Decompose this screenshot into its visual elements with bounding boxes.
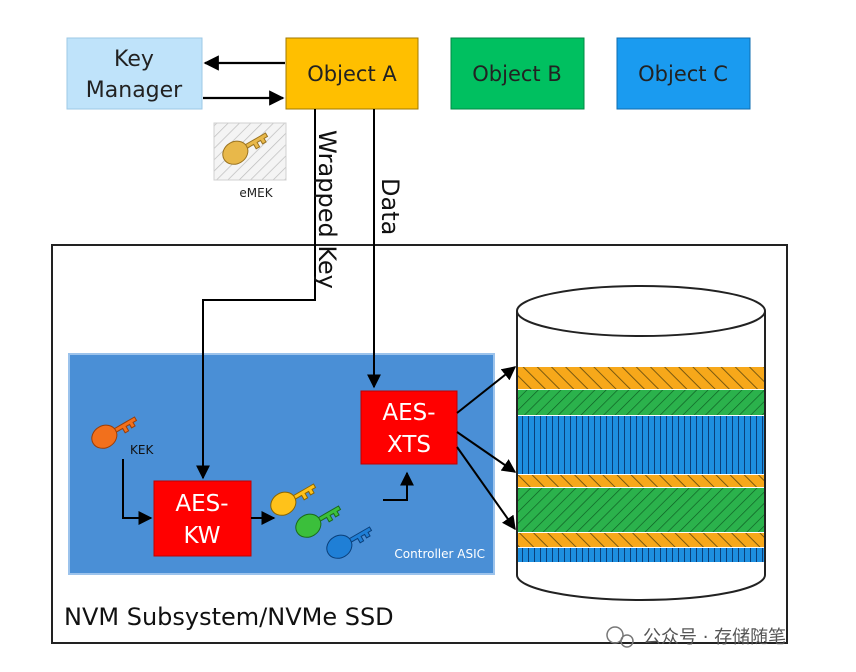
stripe-green-2 [518, 488, 764, 532]
storage-cylinder [516, 285, 766, 601]
stripe-blue-1 [518, 416, 764, 474]
object-a-label: Object A [307, 62, 397, 86]
xts-to-disk-arrow-2 [456, 431, 517, 473]
stripe-orange-1 [518, 367, 764, 389]
aes-xts-block: AES- XTS [360, 390, 458, 465]
kek-to-aes-kw-arrow [122, 459, 153, 525]
controller-asic-label: Controller ASIC [394, 547, 485, 561]
data-label: Data [376, 178, 404, 235]
aes-kw-block: AES- KW [153, 480, 252, 557]
keys-to-aes-xts-arrow [383, 471, 414, 501]
wrapped-key-arrow [196, 109, 316, 480]
aes-kw-label-line2: KW [183, 523, 220, 549]
kek-label: KEK [130, 443, 154, 457]
wrapped-key-label: Wrapped Key [313, 130, 341, 289]
watermark: 公众号 · 存储随笔 [606, 626, 786, 648]
xts-to-disk-arrow-1 [456, 366, 517, 414]
aes-kw-label-line1: AES- [175, 491, 228, 517]
object-c-label: Object C [638, 62, 728, 86]
stripe-orange-3 [518, 533, 764, 547]
watermark-text: 公众号 · 存储随笔 [643, 627, 786, 648]
stripe-orange-2 [518, 475, 764, 487]
key-manager-box: Key Manager [66, 37, 203, 110]
key-manager-label-line1: Key [114, 47, 154, 72]
aes-xts-label-line2: XTS [387, 432, 431, 458]
object-a-box: Object A [285, 37, 419, 110]
object-b-label: Object B [472, 62, 561, 86]
object-b-box: Object B [450, 37, 585, 110]
aes-xts-label-line1: AES- [382, 400, 435, 426]
emek-key-icon: eMEK [213, 122, 287, 200]
wechat-icon [606, 626, 634, 648]
object-c-box: Object C [616, 37, 751, 110]
subsystem-label: NVM Subsystem/NVMe SSD [64, 603, 394, 631]
stripe-green-1 [518, 390, 764, 415]
emek-label: eMEK [239, 186, 273, 200]
xts-to-disk-arrow-3 [456, 446, 516, 531]
stripe-blue-2 [518, 548, 764, 562]
key-manager-label-line2: Manager [86, 78, 183, 103]
